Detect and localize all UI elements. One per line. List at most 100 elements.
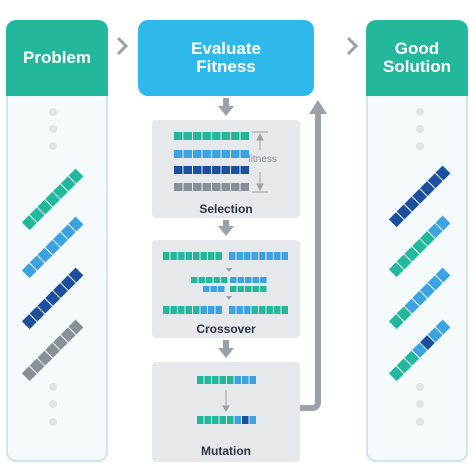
gene-cell [231, 183, 240, 191]
gene-cell [202, 132, 211, 140]
selection-strip-gray [174, 183, 249, 191]
gene-cell [208, 306, 215, 314]
solution-strip-teal [388, 215, 451, 278]
gene-cell [412, 188, 428, 204]
crossover-child-1 [163, 306, 222, 314]
gene-cell [274, 306, 281, 314]
gene-cell [219, 376, 226, 384]
gene-cell [210, 286, 217, 292]
loop-arrow-head-icon [309, 100, 327, 114]
gene-cell [427, 173, 443, 189]
gene-cell [37, 247, 53, 263]
dot [49, 108, 57, 116]
problem-title: Problem [22, 48, 92, 68]
gene-cell [266, 252, 273, 260]
gene-cell [174, 183, 183, 191]
crossover-parent-2 [229, 252, 288, 260]
gene-cell [260, 277, 267, 283]
crossover-mid-3 [203, 286, 225, 292]
selection-strip-teal [174, 132, 249, 140]
gene-cell [230, 286, 237, 292]
solution-strip-mixed [388, 319, 451, 382]
gene-cell [37, 350, 53, 366]
problem-strip-dark-blue [21, 267, 84, 330]
gene-cell [163, 306, 170, 314]
gene-cell [29, 358, 45, 374]
gene-cell [219, 416, 226, 424]
gene-cell [240, 183, 249, 191]
selection-label: Selection [199, 202, 253, 216]
gene-cell [178, 306, 185, 314]
gene-cell [215, 252, 222, 260]
dot [416, 383, 424, 391]
gene-cell [231, 166, 240, 174]
gene-cell [240, 150, 249, 158]
gene-cell [396, 358, 412, 374]
dot [416, 142, 424, 150]
dot [416, 125, 424, 133]
chevron-right-icon [116, 36, 129, 56]
gene-cell [204, 416, 211, 424]
mutation-label: Mutation [201, 444, 251, 458]
gene-cell [252, 277, 259, 283]
gene-cell [412, 342, 428, 358]
gene-cell [427, 223, 443, 239]
gene-cell [404, 196, 420, 212]
gene-cell [212, 132, 221, 140]
fitness-axis-label: fitness [248, 154, 277, 165]
gene-cell [231, 132, 240, 140]
gene-cell [274, 252, 281, 260]
crossover-label: Crossover [196, 322, 256, 336]
gene-cell [208, 252, 215, 260]
gene-cell [185, 252, 192, 260]
gene-cell [249, 416, 256, 424]
mutation-before [197, 376, 256, 384]
gene-cell [259, 252, 266, 260]
gene-cell [427, 275, 443, 291]
gene-cell [435, 319, 451, 335]
gene-cell [245, 286, 252, 292]
gene-cell [185, 306, 192, 314]
gene-cell [266, 306, 273, 314]
gene-cell [427, 327, 443, 343]
gene-cell [237, 286, 244, 292]
gene-cell [236, 306, 243, 314]
gene-cell [183, 183, 192, 191]
gene-cell [183, 166, 192, 174]
problem-column-body [6, 96, 108, 462]
gene-cell [21, 314, 37, 330]
ellipsis-dots [49, 108, 424, 426]
good-solution-header: Good Solution [366, 20, 468, 96]
gene-cell [215, 306, 222, 314]
dot [49, 418, 57, 426]
gene-cell [193, 132, 202, 140]
gene-cell [242, 376, 249, 384]
gene-cell [68, 168, 84, 184]
gene-cell [245, 277, 252, 283]
gene-cell [227, 376, 234, 384]
gene-cell [21, 366, 37, 382]
gene-cell [240, 132, 249, 140]
gene-cell [163, 252, 170, 260]
gene-cell [221, 150, 230, 158]
gene-cell [435, 165, 451, 181]
gene-cell [193, 150, 202, 158]
gene-cell [170, 306, 177, 314]
gene-cell [435, 215, 451, 231]
gene-cell [204, 376, 211, 384]
gene-cell [412, 238, 428, 254]
loop-arrow-icon [300, 112, 321, 411]
gene-cell [396, 204, 412, 220]
gene-cell [170, 252, 177, 260]
dot [49, 383, 57, 391]
gene-cell [45, 342, 61, 358]
gene-cell [388, 314, 404, 330]
gene-cell [229, 306, 236, 314]
gene-cell [206, 277, 213, 283]
gene-cell [213, 277, 220, 283]
dot [416, 400, 424, 408]
gene-cell [200, 252, 207, 260]
gene-cell [212, 166, 221, 174]
gene-cell [53, 232, 68, 247]
